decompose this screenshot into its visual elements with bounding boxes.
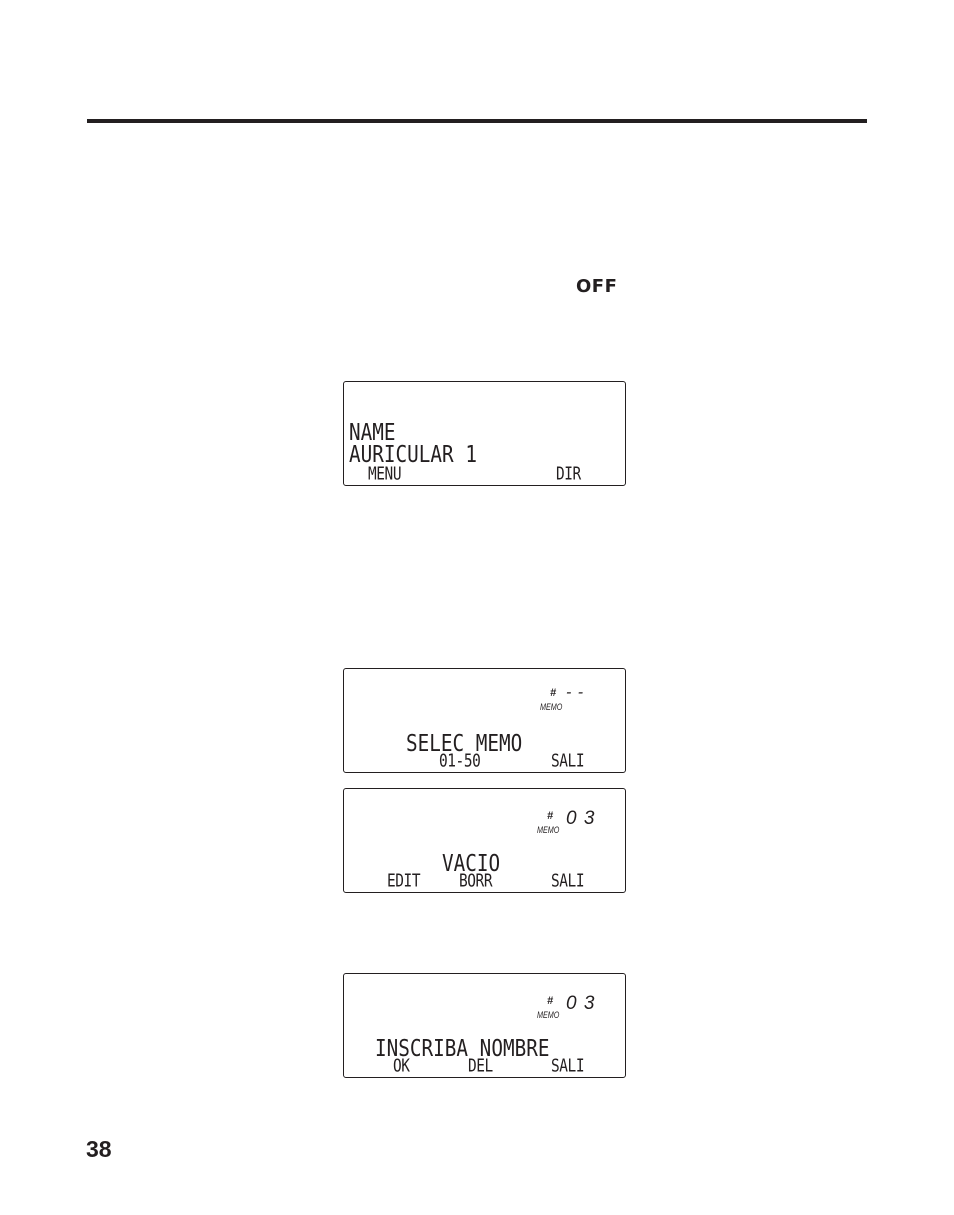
memo-indicator: # MEMO [537,996,565,1022]
softkey-left-label: EDIT [387,870,421,892]
memo-indicator: # MEMO [540,688,568,714]
softkey-middle-label: BORR [459,870,493,892]
softkey-middle-label: DEL [468,1055,493,1077]
memo-label: MEMO [537,1010,560,1020]
lcd-line-2: AURICULAR 1 [349,440,477,468]
page-number: 38 [86,1136,112,1162]
softkey-left-label: 01-50 [439,750,481,772]
lcd-display-select-memo: # MEMO - - SELEC MEMO 01-50 SALI [343,668,626,773]
softkey-right-label: DIR [556,463,581,485]
memo-indicator: # MEMO [537,811,565,837]
lcd-display-empty: # MEMO 0 3 VACIO EDIT BORR SALI [343,788,626,893]
lcd-main-text: SELEC MEMO [406,729,523,757]
lcd-main-text: INSCRIBA NOMBRE [375,1034,550,1062]
lcd-display-name: NAME AURICULAR 1 MENU DIR [343,381,626,486]
memo-number: 0 3 [566,993,596,1014]
memo-number: 0 3 [566,808,596,829]
memo-number: - - [566,684,585,701]
lcd-main-text: VACIO [442,849,501,877]
memo-hash-symbol: # [547,995,554,1007]
memo-hash-symbol: # [547,810,554,822]
memo-label: MEMO [540,702,563,712]
softkey-left-label: OK [393,1055,410,1077]
memo-label: MEMO [537,825,560,835]
header-rule [87,119,867,123]
softkey-right-label: SALI [551,870,585,892]
softkey-left-label: MENU [368,463,402,485]
softkey-right-label: SALI [551,750,585,772]
lcd-display-enter-name: # MEMO 0 3 INSCRIBA NOMBRE OK DEL SALI [343,973,626,1078]
lcd-line-1: NAME [349,418,396,446]
softkey-right-label: SALI [551,1055,585,1077]
off-key-label: OFF [576,276,618,297]
memo-hash-symbol: # [550,687,557,699]
